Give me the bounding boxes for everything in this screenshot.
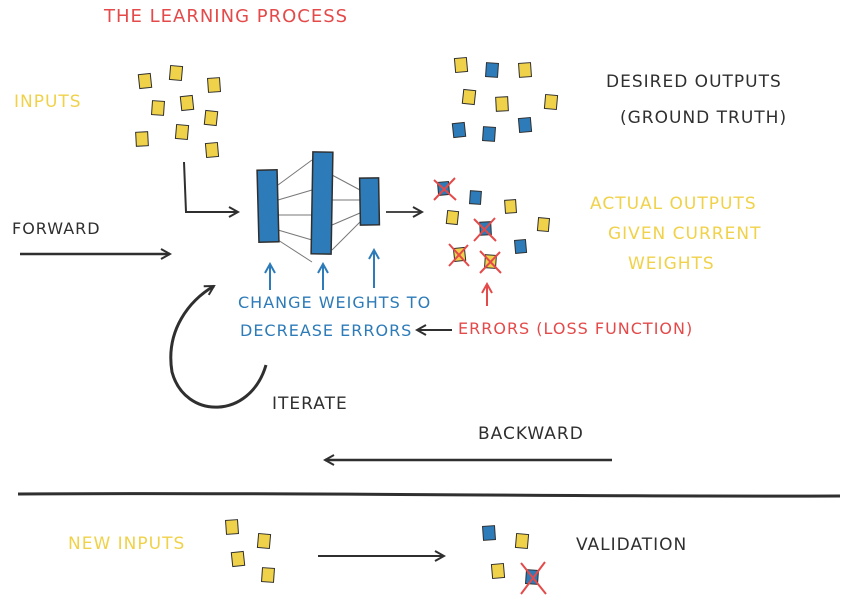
change-weights-label-1: Change weights to <box>238 293 432 312</box>
inputs-to-network-arrow <box>183 161 238 212</box>
new-inputs-label: New inputs <box>68 534 186 554</box>
desired-output-squares <box>451 56 559 142</box>
network-layer-1 <box>256 168 280 244</box>
iterate-loop-arrow <box>169 284 268 409</box>
errors-label: Errors (loss function) <box>458 319 694 338</box>
actual-outputs-label-1: Actual outputs <box>590 194 757 214</box>
change-weights-label-2: decrease errors <box>240 321 413 340</box>
actual-output-squares <box>436 180 551 269</box>
network-layer-2 <box>310 151 334 255</box>
actual-outputs-label-3: weights <box>628 254 715 274</box>
iterate-label: Iterate <box>272 394 348 414</box>
inputs-label: Inputs <box>14 92 82 112</box>
validation-label: Validation <box>576 535 688 555</box>
network-layer-3 <box>358 177 381 226</box>
validation-error-mark <box>520 561 547 595</box>
backward-label: Backward <box>478 424 584 444</box>
section-divider <box>17 492 841 498</box>
ground-truth-label: (ground truth) <box>620 108 788 128</box>
desired-outputs-label: Desired outputs <box>606 72 782 92</box>
error-marks <box>433 177 502 274</box>
neural-network <box>256 151 381 263</box>
actual-outputs-label-2: given current <box>608 224 762 244</box>
input-squares <box>135 64 222 159</box>
forward-label: Forward <box>12 219 101 238</box>
new-input-squares <box>224 519 276 583</box>
page-title: The Learning Process <box>104 6 349 27</box>
weight-update-arrows <box>270 250 374 290</box>
